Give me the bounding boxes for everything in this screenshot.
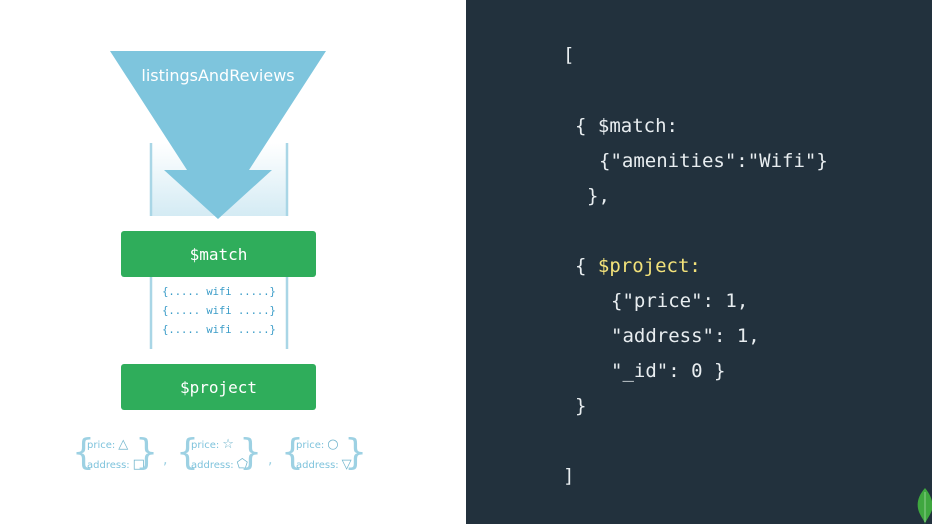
separator: , xyxy=(163,452,168,468)
collection-name: listingsAndReviews xyxy=(141,66,295,85)
square-icon: □ xyxy=(132,457,145,472)
separator: , xyxy=(268,452,273,468)
code-line: "_id": 0 } xyxy=(611,360,726,382)
matched-document: {..... wifi .....} xyxy=(162,305,276,317)
matched-document: {..... wifi .....} xyxy=(162,286,276,298)
projected-document: { price:○ address:▽ } xyxy=(281,432,367,473)
code-line: ] xyxy=(563,465,575,487)
projected-document: { price:☆ address:⬠ } xyxy=(176,432,262,473)
pentagon-icon: ⬠ xyxy=(236,457,248,472)
code-line: { $project: xyxy=(575,255,701,277)
match-stage: $match xyxy=(121,231,316,277)
down-triangle-icon: ▽ xyxy=(341,457,352,472)
project-stage: $project xyxy=(121,364,316,410)
code-line: {"amenities":"Wifi"} xyxy=(599,150,828,172)
code-line: } xyxy=(575,395,587,417)
mongodb-leaf-icon xyxy=(917,488,932,524)
funnel-graphic xyxy=(110,51,326,349)
code-line: { $match: xyxy=(575,115,678,137)
triangle-icon: △ xyxy=(118,437,129,452)
code-line: [ xyxy=(563,44,575,66)
code-panel: [ { $match: {"amenities":"Wifi"} }, { $p… xyxy=(466,0,932,524)
circle-icon: ○ xyxy=(327,437,339,452)
funnel-arrow xyxy=(110,51,326,219)
code-line: }, xyxy=(587,185,610,207)
pipeline-diagram: listingsAndReviews $match {..... wifi ..… xyxy=(72,51,367,473)
code-line: "address": 1, xyxy=(611,325,760,347)
match-output: {..... wifi .....} {..... wifi .....} {.… xyxy=(150,276,288,349)
projected-document: { price:△ address:□ } xyxy=(72,432,158,473)
code-line: {"price": 1, xyxy=(611,290,749,312)
matched-document: {..... wifi .....} xyxy=(162,324,276,336)
project-keyword: $project: xyxy=(597,255,701,277)
star-icon: ☆ xyxy=(222,437,234,452)
